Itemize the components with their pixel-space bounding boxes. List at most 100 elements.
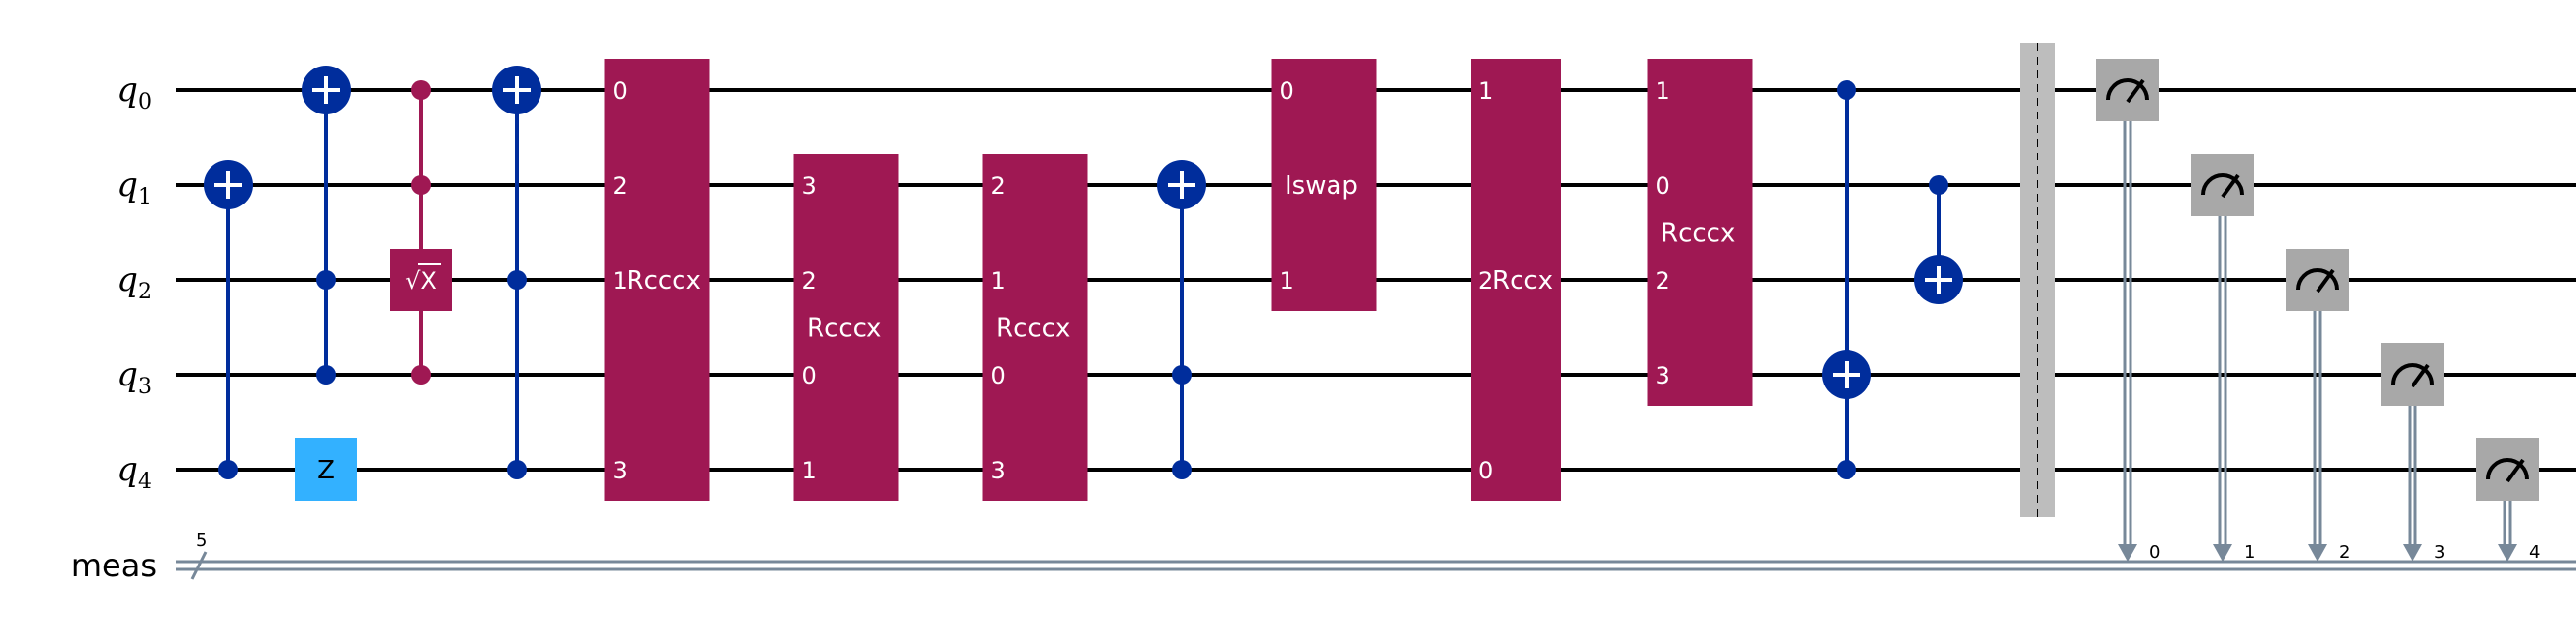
measure-arrow [2308, 544, 2327, 562]
multi-gate-label: Rcccx [1661, 219, 1735, 249]
gate-multi-5: 0 2 1 3 Rcccx [604, 59, 710, 501]
classical-label: meas [71, 547, 157, 584]
qubit-index-label: 1 [991, 267, 1006, 294]
qubit-index-label: 0 [991, 362, 1006, 389]
control-dot [1172, 365, 1192, 385]
classical-bit-label: 4 [2529, 542, 2540, 563]
gate-barrier-14 [2020, 43, 2055, 517]
gate-multi-11: 1 0 2 3 Rcccx [1647, 59, 1753, 406]
multi-gate-label: Rccx [1492, 266, 1553, 295]
meter-arc-icon [2106, 78, 2149, 101]
sx-gate-label: √X [405, 267, 437, 294]
qubit-index-label: 0 [613, 77, 628, 105]
control-dot [316, 365, 336, 385]
meter-needle-icon [2411, 363, 2430, 388]
meter-needle-icon [2221, 173, 2240, 199]
qubit-label-q1: q1 [117, 165, 152, 209]
gate-csx-3: √X [390, 80, 452, 385]
classical-width-label: 5 [196, 530, 207, 551]
qubit-index-label: 1 [1280, 267, 1294, 294]
measure-box [2381, 343, 2444, 406]
multi-gate-label: Rcccx [996, 314, 1070, 343]
control-dot [507, 460, 527, 479]
qubit-index-label: 1 [802, 457, 817, 484]
control-dot [1172, 460, 1192, 479]
qubit-index-label: 0 [1280, 77, 1294, 105]
qubit-label-q4: q4 [117, 450, 152, 494]
gate-cx-13 [1914, 175, 1963, 304]
control-dot [218, 460, 238, 479]
qubit-index-label: 0 [802, 362, 817, 389]
qubit-index-label: 2 [613, 172, 628, 200]
sx-gate-box [390, 249, 452, 311]
qubit-index-label: 0 [1656, 172, 1670, 200]
multi-gate-box [604, 59, 710, 501]
measure-box [2191, 154, 2254, 216]
multi-gate-label: Iswap [1285, 171, 1358, 201]
multi-gate-box [982, 154, 1088, 501]
measure-box [2286, 249, 2349, 311]
gate-ccx-2 [302, 66, 351, 385]
control-dot [507, 270, 527, 290]
gate-measure-15: 0 [2096, 59, 2160, 563]
z-gate-label: Z [317, 456, 335, 485]
gate-measure-19: 4 [2476, 438, 2540, 563]
gate-ccx-8 [1157, 160, 1206, 479]
multi-gate-box [1471, 59, 1561, 501]
multi-gate-box [793, 154, 899, 501]
qubit-index-label: 2 [1656, 267, 1670, 294]
control-dot [411, 365, 431, 385]
gate-measure-16: 1 [2191, 154, 2255, 563]
classical-bit-label: 3 [2434, 542, 2445, 563]
gate-multi-7: 2 1 0 3 Rcccx [982, 154, 1088, 501]
multi-gate-label: Rcccx [807, 314, 881, 343]
gate-multi-6: 3 2 0 1 Rcccx [793, 154, 899, 501]
control-dot [411, 80, 431, 100]
classical-bit-label: 1 [2244, 542, 2255, 563]
qubit-label-q0: q0 [117, 70, 152, 114]
qubit-index-label: 1 [613, 267, 628, 294]
measure-box [2096, 59, 2159, 121]
control-dot [1929, 175, 1948, 195]
classical-bit-label: 0 [2149, 542, 2160, 563]
control-dot [1837, 460, 1856, 479]
qubit-index-label: 3 [991, 457, 1006, 484]
classical-bit-label: 2 [2339, 542, 2350, 563]
multi-gate-box [1271, 59, 1377, 311]
gate-single-1: Z [295, 438, 357, 501]
gate-measure-17: 2 [2286, 249, 2350, 563]
qubit-index-label: 0 [1478, 457, 1493, 484]
multi-gate-label: Rcccx [627, 266, 701, 295]
measure-arrow [2403, 544, 2422, 562]
classical-width-slash [190, 551, 208, 580]
qubit-index-label: 2 [802, 267, 817, 294]
z-gate-box [295, 438, 357, 501]
qubit-index-label: 3 [1656, 362, 1670, 389]
gate-measure-18: 3 [2381, 343, 2445, 563]
qubit-label-q2: q2 [117, 260, 152, 304]
measure-arrow [2118, 544, 2137, 562]
meter-arc-icon [2391, 363, 2434, 385]
qubit-index-label: 3 [802, 172, 817, 200]
gate-ccx-12 [1822, 80, 1871, 479]
register-labels: q0 q1 q2 q3 q4 meas 5 [71, 70, 208, 584]
gate-cx-0 [204, 160, 253, 479]
meter-needle-icon [2126, 78, 2145, 104]
meter-needle-icon [2506, 458, 2525, 483]
qubit-index-label: 2 [1478, 267, 1493, 294]
qubit-index-label: 3 [613, 457, 628, 484]
measure-arrow [2498, 544, 2517, 562]
multi-gate-box [1647, 59, 1753, 406]
measure-arrow [2213, 544, 2232, 562]
measure-box [2476, 438, 2539, 501]
qubit-index-label: 2 [991, 172, 1006, 200]
gate-multi-9: 0 1 Iswap [1271, 59, 1377, 311]
meter-needle-icon [2316, 268, 2335, 294]
qubit-label-q3: q3 [117, 355, 152, 399]
qubit-index-label: 1 [1656, 77, 1670, 105]
control-dot [316, 270, 336, 290]
control-dot [411, 175, 431, 195]
gates: Z√X0213Rcccx3201Rcccx2103Rcccx01Iswap120… [204, 43, 2540, 563]
